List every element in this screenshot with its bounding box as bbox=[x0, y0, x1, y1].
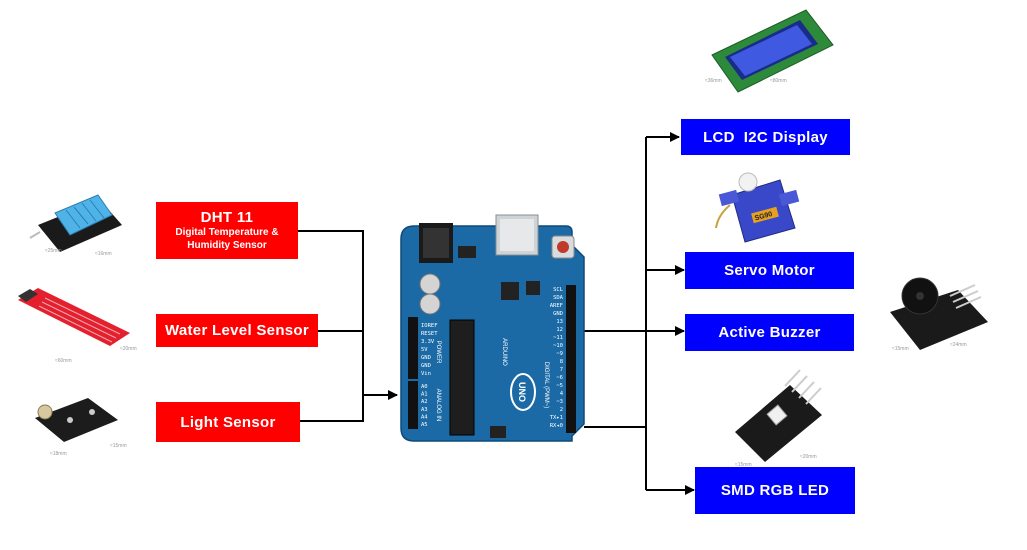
water-level-sensor-image: ≈60mm ≈20mm bbox=[18, 288, 137, 364]
lcd-i2c-display-title: LCD I2C Display bbox=[703, 128, 828, 146]
servo-motor-image: SG90 bbox=[715, 172, 800, 243]
pin-label: ~6 bbox=[556, 375, 563, 381]
water-level-sensor-label: Water Level Sensor bbox=[156, 314, 318, 347]
svg-text:≈60mm: ≈60mm bbox=[55, 358, 72, 364]
input-wires bbox=[298, 230, 398, 422]
pin-label: GND bbox=[421, 363, 431, 369]
power-label: POWER bbox=[435, 341, 441, 364]
pin-label: RX◂0 bbox=[550, 423, 563, 429]
active-buzzer-title: Active Buzzer bbox=[718, 324, 821, 341]
light-sensor-title: Light Sensor bbox=[180, 413, 276, 431]
pin-label: SCL bbox=[553, 287, 564, 293]
pin-label: A3 bbox=[421, 407, 428, 413]
pin-label: ~5 bbox=[556, 383, 563, 389]
board-brand-label: UNO bbox=[517, 382, 527, 402]
pin-label: A0 bbox=[421, 384, 428, 390]
svg-text:≈80mm: ≈80mm bbox=[770, 78, 787, 84]
output-wires bbox=[584, 132, 695, 495]
digital-label: DIGITAL (PWM~) bbox=[543, 362, 549, 409]
pin-label: 7 bbox=[560, 367, 563, 373]
pin-label: ~10 bbox=[553, 343, 563, 349]
pin-label: SDA bbox=[553, 295, 564, 301]
active-buzzer-label: Active Buzzer bbox=[685, 314, 854, 351]
svg-text:≈24mm: ≈24mm bbox=[950, 342, 967, 348]
pin-label: GND bbox=[553, 311, 563, 317]
wire-dht11 bbox=[298, 230, 364, 395]
dht11-title: DHT 11 bbox=[200, 209, 254, 226]
pin-label: 12 bbox=[556, 327, 563, 333]
pin-label: ~11 bbox=[553, 335, 563, 341]
servo-marking: SG90 bbox=[754, 211, 773, 222]
servo-motor-label: Servo Motor bbox=[685, 252, 854, 289]
pin-label: IOREF bbox=[421, 323, 438, 329]
pin-label: GND bbox=[421, 355, 431, 361]
pin-label: A2 bbox=[421, 399, 428, 405]
svg-text:≈15mm: ≈15mm bbox=[735, 462, 752, 468]
arduino-uno-board bbox=[400, 214, 585, 442]
pin-label: RESET bbox=[421, 331, 438, 337]
smd-rgb-led-image: ≈15mm ≈20mm bbox=[735, 369, 822, 468]
smd-rgb-led-label: SMD RGB LED bbox=[695, 467, 855, 514]
lcd-display-image: ≈80mm ≈36mm bbox=[705, 9, 834, 93]
pin-label: 8 bbox=[560, 359, 563, 365]
light-sensor-label: Light Sensor bbox=[156, 402, 300, 442]
pin-label: 2 bbox=[560, 407, 563, 413]
servo-motor-title: Servo Motor bbox=[724, 262, 815, 279]
dht11-label: DHT 11 Digital Temperature & Humidity Se… bbox=[156, 202, 298, 259]
pin-label: A5 bbox=[421, 422, 428, 428]
active-buzzer-image: ≈15mm ≈24mm bbox=[890, 277, 988, 352]
wire-light bbox=[300, 395, 364, 422]
pin-label: 13 bbox=[556, 319, 563, 325]
pin-label: AREF bbox=[550, 303, 563, 309]
pin-label: 5V bbox=[421, 347, 428, 353]
lcd-i2c-display-label: LCD I2C Display bbox=[681, 119, 850, 155]
svg-text:≈25mm: ≈25mm bbox=[45, 248, 62, 254]
pin-label: A1 bbox=[421, 392, 428, 398]
svg-text:≈20mm: ≈20mm bbox=[120, 346, 137, 352]
pin-label: ~3 bbox=[556, 399, 563, 405]
pin-label: 3.3V bbox=[421, 339, 435, 345]
pin-label: A4 bbox=[421, 414, 428, 420]
board-name-label: ARDUINO bbox=[501, 338, 507, 366]
svg-text:≈15mm: ≈15mm bbox=[110, 443, 127, 449]
svg-text:≈15mm: ≈15mm bbox=[892, 346, 909, 352]
smd-rgb-led-title: SMD RGB LED bbox=[720, 482, 830, 499]
svg-text:≈18mm: ≈18mm bbox=[50, 451, 67, 457]
dht11-subtitle-line2: Humidity Sensor bbox=[187, 240, 267, 251]
svg-text:≈16mm: ≈16mm bbox=[95, 251, 112, 257]
pin-label: 4 bbox=[560, 391, 564, 397]
dht11-subtitle-line1: Digital Temperature & bbox=[175, 227, 279, 238]
water-level-sensor-title: Water Level Sensor bbox=[164, 322, 310, 339]
dht11-sensor-image: ≈25mm ≈16mm bbox=[29, 194, 122, 257]
pin-label: TX▸1 bbox=[550, 415, 563, 421]
light-sensor-image: ≈18mm ≈15mm bbox=[35, 398, 127, 457]
digital-header-labels: SCL SDA AREF GND 13 12 ~11 ~10 ~9 8 7 ~6 ~5 4 ~3 2TX▸1R… bbox=[550, 287, 564, 429]
pin-label: ~9 bbox=[556, 351, 563, 357]
pin-label: Vin bbox=[421, 371, 431, 377]
power-header-labels: IOREF RESET 3.3V 5V GND GND Vin bbox=[421, 323, 438, 377]
svg-text:≈36mm: ≈36mm bbox=[705, 78, 722, 84]
svg-text:≈20mm: ≈20mm bbox=[800, 454, 817, 460]
analog-label: ANALOG IN bbox=[435, 389, 441, 422]
